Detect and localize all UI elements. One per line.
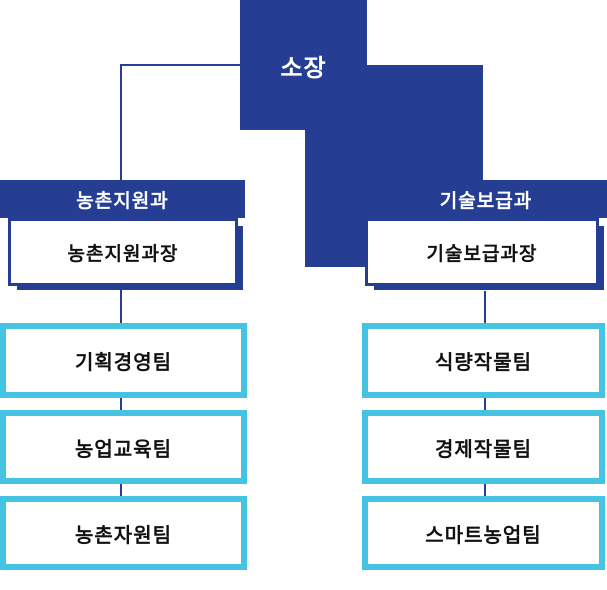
- connector-left-team2-to-team3: [120, 482, 122, 498]
- team-box-left-2: 농업교육팀: [0, 410, 247, 484]
- team-box-left-1-label: 기획경영팀: [75, 352, 172, 374]
- dept-header-right-label: 기술보급과: [439, 190, 533, 212]
- dept-head-box-right: 기술보급과장: [365, 218, 599, 286]
- team-box-left-3: 농촌자원팀: [0, 496, 247, 570]
- team-box-right-2: 경제작물팀: [362, 410, 605, 484]
- team-box-left-3-label: 농촌자원팀: [75, 524, 172, 547]
- dept-head-left-label: 농촌지원과장: [67, 243, 179, 265]
- team-box-right-1: 식량작물팀: [362, 323, 605, 398]
- team-box-left-2-label: 농업교육팀: [75, 438, 172, 461]
- team-box-right-1-label: 식량작물팀: [435, 352, 532, 374]
- connector-right-head-to-team1: [484, 291, 486, 323]
- dept-header-right: 기술보급과: [365, 180, 607, 218]
- root-right-connector-block: [367, 65, 483, 180]
- connector-root-to-left-vertical: [120, 64, 122, 180]
- team-box-right-2-label: 경제작물팀: [435, 438, 532, 461]
- dept-header-left-label: 농촌지원과: [76, 190, 169, 212]
- connector-left-head-to-team1: [120, 286, 122, 323]
- team-box-left-1: 기획경영팀: [0, 323, 247, 398]
- root-right-connector-block-lower: [305, 130, 367, 267]
- dept-header-left: 농촌지원과: [0, 180, 245, 218]
- director-label: 소장: [280, 54, 327, 82]
- team-box-right-3: 스마트농업팀: [362, 496, 605, 570]
- team-box-right-3-label: 스마트농업팀: [425, 524, 542, 547]
- connector-left-team1-to-team2: [120, 396, 122, 412]
- director-box: 소장: [240, 0, 367, 130]
- dept-head-box-left: 농촌지원과장: [8, 218, 238, 286]
- connector-root-to-left-horizontal: [120, 64, 240, 66]
- connector-right-team1-to-team2: [484, 396, 486, 412]
- connector-right-team2-to-team3: [484, 482, 486, 498]
- dept-head-right-label: 기술보급과장: [426, 243, 538, 265]
